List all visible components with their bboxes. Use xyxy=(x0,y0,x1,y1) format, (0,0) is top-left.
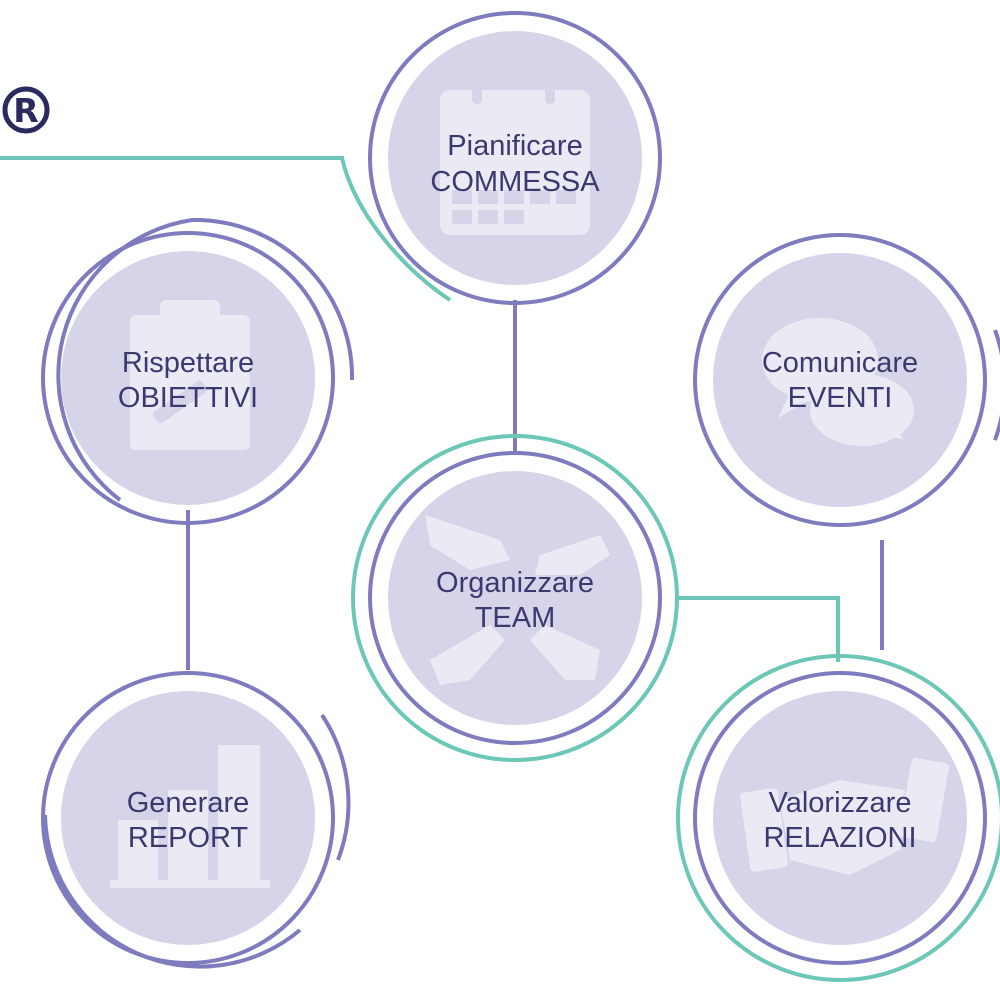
node-label-line1: Generare xyxy=(127,787,250,819)
calendar-icon xyxy=(440,76,590,235)
hands-icon xyxy=(425,515,610,685)
connector-logo-to-pianificare xyxy=(0,156,452,302)
handshake-icon xyxy=(740,757,950,875)
node-label-line1: Valorizzare xyxy=(769,787,912,819)
node-rispettare-obiettivi: Rispettare OBIETTIVI xyxy=(41,217,355,525)
bar-chart-icon xyxy=(110,745,270,888)
node-generare-report: Generare REPORT xyxy=(41,671,351,969)
node-label-line1: Pianificare xyxy=(447,130,582,162)
speech-bubbles-icon xyxy=(762,318,914,446)
node-label-line2: COMMESSA xyxy=(430,166,600,198)
connector-organizzare-to-valorizzare xyxy=(676,596,840,662)
node-label-line2: RELAZIONI xyxy=(763,822,916,854)
node-label-line2: TEAM xyxy=(475,602,556,634)
node-comunicare-eventi: Comunicare EVENTI xyxy=(693,233,1000,527)
node-label-line1: Rispettare xyxy=(122,347,254,379)
registered-mark: R xyxy=(2,86,50,134)
node-label-line2: OBIETTIVI xyxy=(118,382,258,414)
node-pianificare-commessa: Pianificare COMMESSA xyxy=(368,11,662,305)
outer-arc-right xyxy=(320,713,351,861)
node-label-line1: Comunicare xyxy=(762,347,918,379)
outer-arc xyxy=(993,329,1000,441)
node-organizzare-team: Organizzare TEAM xyxy=(351,434,679,762)
registered-mark-letter: R xyxy=(13,91,38,130)
clipboard-icon xyxy=(130,300,250,450)
node-label-line2: EVENTI xyxy=(788,382,893,414)
outer-arc xyxy=(43,814,302,969)
connectors xyxy=(0,156,884,670)
node-label-line2: REPORT xyxy=(128,822,249,854)
node-valorizzare-relazioni: Valorizzare RELAZIONI xyxy=(676,654,1000,982)
node-label-line1: Organizzare xyxy=(436,567,594,599)
outer-arc xyxy=(56,217,355,502)
